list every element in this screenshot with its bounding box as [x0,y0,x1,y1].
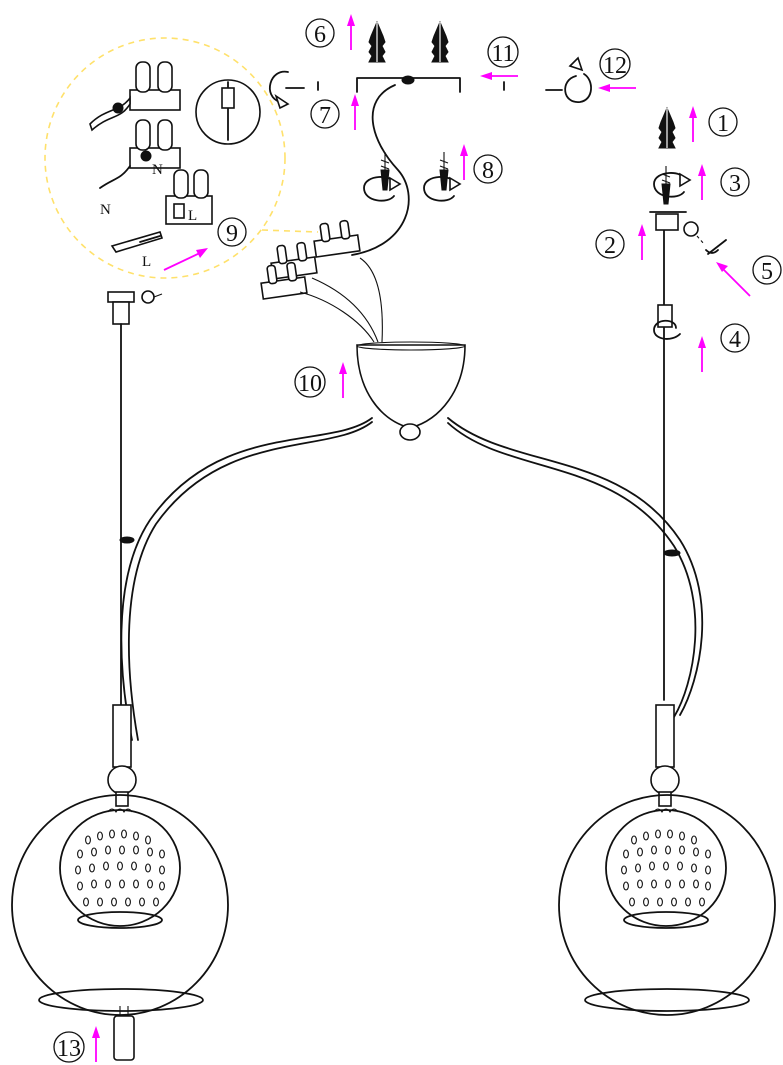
ceiling-bracket [356,75,461,93]
side-screw-right [503,56,592,103]
right-lamp [558,211,776,1016]
step-number: 3 [720,167,750,197]
label-n: N [100,202,111,218]
step-number: 5 [752,255,782,285]
clockwise-rotate-icon [653,172,691,198]
step-number: 6 [305,18,335,48]
step-8-label: 8 [482,158,494,184]
step-number: 8 [473,154,503,184]
step-number: 13 [53,1031,85,1063]
step-number: 4 [720,323,750,353]
step-3-label: 3 [729,171,741,197]
wall-plug-icon [431,21,449,63]
step-number: 9 [217,217,247,247]
step-5-label: 5 [761,259,773,285]
wall-plug-icon [368,21,386,63]
screw-icon [439,151,449,191]
step-2-label: 2 [604,233,616,259]
step-number: 11 [487,36,519,68]
label-l: L [188,208,197,224]
step-12-label: 12 [603,53,627,79]
screw-icon [661,165,671,205]
step-11-label: 11 [491,41,514,67]
step-10-label: 10 [298,371,322,397]
left-cable-inner [127,421,373,741]
step-13-label: 13 [57,1036,81,1062]
step-9-label: 9 [226,221,238,247]
canopy [356,341,466,441]
supply-cable [351,84,410,256]
step-number: 1 [708,107,738,137]
step-number: 12 [599,48,631,80]
wiring-detail-callout: N N L L [44,37,319,279]
side-screw-left [269,70,319,110]
left-lamp [11,290,229,1016]
step-4-label: 4 [729,327,741,353]
step-number: 7 [310,99,340,129]
label-l: L [142,254,151,270]
wire-connector-icon [311,218,361,258]
wall-plug-icon [658,107,676,149]
label-n: N [152,162,163,178]
step-number: 2 [595,229,625,259]
step-1-label: 1 [717,111,729,137]
step-7-label: 7 [319,103,331,129]
bulb-icon [113,1006,135,1061]
right-cable [447,417,704,716]
step-number: 10 [294,366,326,398]
step-6-label: 6 [314,22,326,48]
left-cable [120,417,373,741]
assembly-arrows [91,13,751,1063]
